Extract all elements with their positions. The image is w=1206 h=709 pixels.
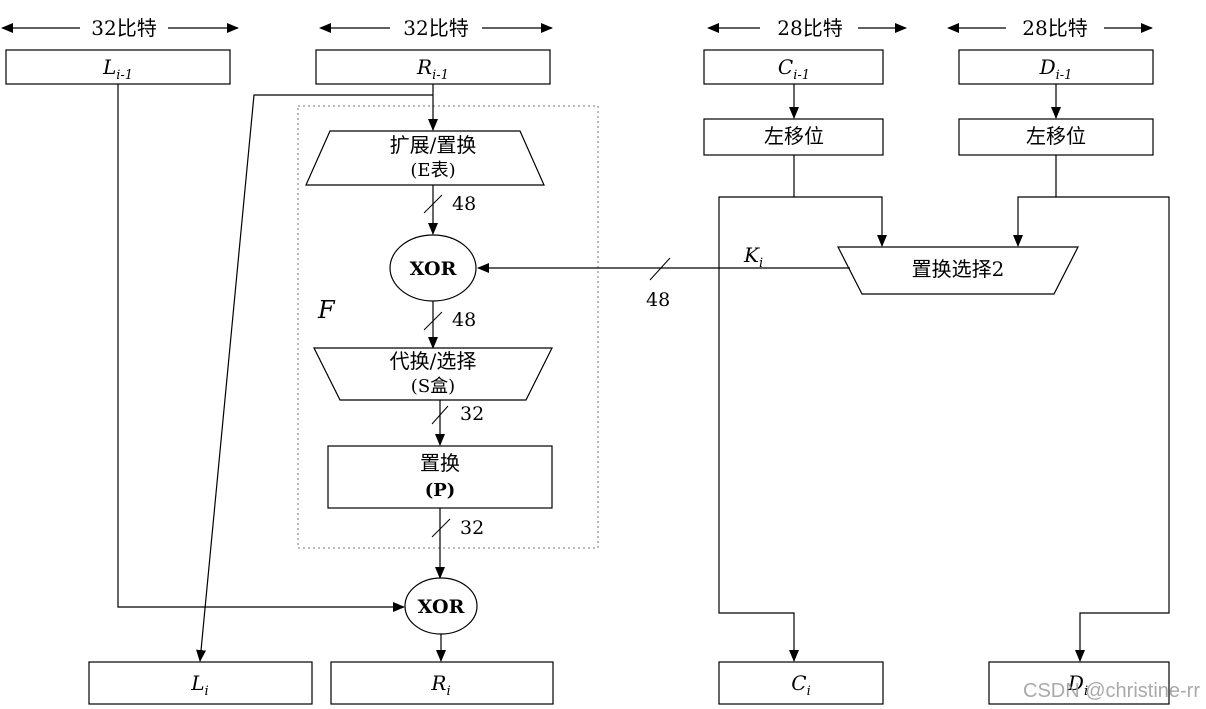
svg-text:置换选择2: 置换选择2 xyxy=(912,257,1005,281)
wire-l-prev-to-xor xyxy=(117,84,405,612)
bit-slash xyxy=(431,405,449,425)
input-box-D-prev: Di-1 xyxy=(958,49,1154,85)
bit-count-label: 48 xyxy=(452,309,476,331)
expansion-permutation-block: 扩展/置换 (E表) xyxy=(305,130,545,186)
bit-count-label: 48 xyxy=(452,193,476,215)
left-shift-box-d: 左移位 xyxy=(958,118,1154,156)
output-box-R-next: Ri xyxy=(330,661,554,705)
svg-text:Ri-1: Ri-1 xyxy=(416,55,449,83)
svg-text:Li: Li xyxy=(190,671,208,699)
svg-text:Di-1: Di-1 xyxy=(1039,55,1073,83)
width-label-right: 32比特 xyxy=(403,16,468,40)
wire-d-shift-to-pc2 xyxy=(1013,196,1056,247)
f-function-label: F xyxy=(317,296,336,324)
width-annotation-c: 28比特 xyxy=(707,16,907,40)
width-annotation-left: 32比特 xyxy=(1,16,239,40)
sbox-substitution-block: 代换/选择 (S盒) xyxy=(313,347,553,401)
input-box-L-prev: Li-1 xyxy=(5,49,231,85)
bit-count-label: 32 xyxy=(460,517,484,539)
wire-c-shift-to-c-next xyxy=(718,155,799,662)
bit-slash xyxy=(423,311,443,331)
input-box-C-prev: Ci-1 xyxy=(703,49,884,85)
svg-text:XOR: XOR xyxy=(418,596,465,618)
width-annotation-right-half: 32比特 xyxy=(319,16,553,40)
svg-text:Di: Di xyxy=(1067,671,1088,699)
output-box-C-next: Ci xyxy=(718,661,884,705)
svg-text:Ci: Ci xyxy=(791,671,810,699)
width-label-d: 28比特 xyxy=(1022,16,1087,40)
svg-text:Li-1: Li-1 xyxy=(102,55,133,83)
bit-slash xyxy=(431,518,451,538)
key-bit-count: 48 xyxy=(646,289,670,311)
bit-slash xyxy=(649,257,671,281)
svg-text:XOR: XOR xyxy=(410,258,457,280)
watermark: CSDN @christine-rr xyxy=(1023,680,1200,702)
width-annotation-d: 28比特 xyxy=(947,16,1153,40)
f-function-boundary xyxy=(297,105,599,549)
svg-text:扩展/置换: 扩展/置换 xyxy=(390,133,477,157)
wire-c-shift-to-pc2 xyxy=(794,196,887,247)
p-permutation-block: 置换 (P) xyxy=(327,445,553,509)
svg-text:(E表): (E表) xyxy=(410,160,455,181)
svg-text:置换: 置换 xyxy=(420,451,460,475)
bit-count-label: 32 xyxy=(460,403,484,425)
svg-text:Ri: Ri xyxy=(430,671,450,699)
round-key-label: Ki xyxy=(743,243,763,271)
svg-text:(P): (P) xyxy=(425,480,456,501)
wire-d-shift-to-d-next xyxy=(1055,155,1170,662)
output-box-D-next: Di xyxy=(988,661,1170,705)
permuted-choice-2-block: 置换选择2 xyxy=(837,246,1079,295)
width-label-left: 32比特 xyxy=(91,16,156,40)
svg-text:左移位: 左移位 xyxy=(1026,124,1086,148)
xor-node-f: XOR xyxy=(389,234,477,302)
input-box-R-prev: Ri-1 xyxy=(315,49,551,85)
left-shift-box-c: 左移位 xyxy=(703,118,884,156)
wire-r-prev-to-l-next xyxy=(196,94,433,662)
svg-text:代换/选择: 代换/选择 xyxy=(390,349,477,373)
output-box-L-next: Li xyxy=(88,661,313,705)
svg-text:(S盒): (S盒) xyxy=(411,376,455,397)
width-label-c: 28比特 xyxy=(777,16,842,40)
svg-text:Ci-1: Ci-1 xyxy=(778,55,810,83)
bit-slash xyxy=(423,194,443,214)
svg-text:左移位: 左移位 xyxy=(764,124,824,148)
xor-node-final: XOR xyxy=(404,577,478,635)
